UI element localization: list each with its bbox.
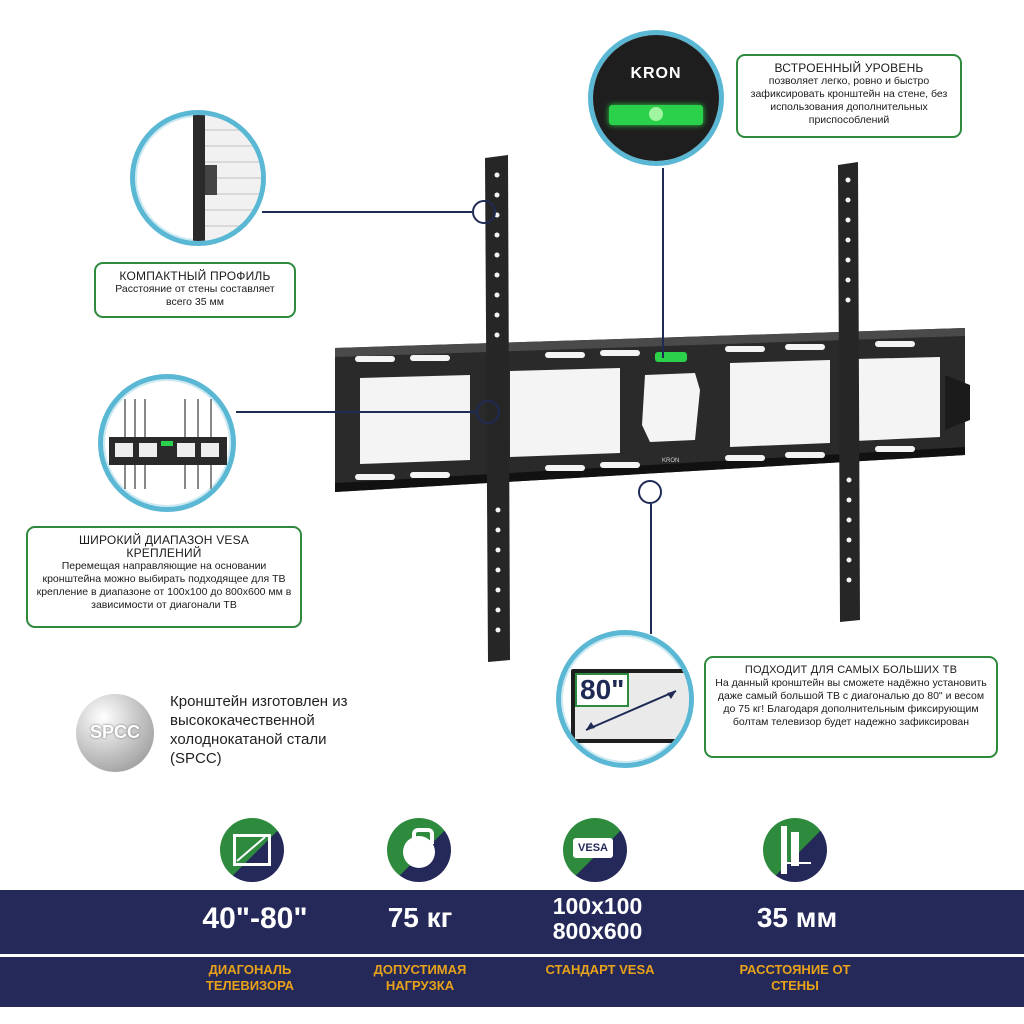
profile-title: КОМПАКТНЫЙ ПРОФИЛЬ xyxy=(119,269,271,283)
level-body: позволяет легко, ровно и быстро зафиксир… xyxy=(750,75,948,126)
level-title: ВСТРОЕННЫЙ УРОВЕНЬ xyxy=(774,61,924,75)
level-line xyxy=(662,168,664,358)
level-callout: ВСТРОЕННЫЙ УРОВЕНЬ позволяет легко, ровн… xyxy=(736,54,962,138)
vesa-zoom-circle xyxy=(98,374,236,512)
profile-line xyxy=(262,211,472,213)
kron-logo: KRON xyxy=(630,65,682,82)
svg-text:KRON: KRON xyxy=(662,458,679,464)
spec-labels-band xyxy=(0,957,1024,1007)
big-tv-line xyxy=(650,504,652,634)
vesa-marker xyxy=(476,400,500,424)
diagonal-icon xyxy=(220,818,284,882)
bracket-illustration: KRON xyxy=(335,155,970,662)
spec-value-distance: 35 мм xyxy=(756,902,838,933)
profile-body: Расстояние от стены составляет всего 35 … xyxy=(115,283,275,308)
vesa-icon: VESA xyxy=(563,818,627,882)
big-tv-title: ПОДХОДИТ ДЛЯ САМЫХ БОЛЬШИХ ТВ xyxy=(744,664,958,676)
tv-zoom-circle: 80" xyxy=(556,630,694,768)
spec-value-diagonal: 40"-80" xyxy=(202,902,308,935)
spec-label-distance: РАССТОЯНИЕ ОТ СТЕНЫ xyxy=(739,962,851,993)
spcc-badge-text: SPCC xyxy=(89,722,140,742)
material-description: Кронштейн изготовлен из высококачественн… xyxy=(170,693,348,767)
weight-icon xyxy=(387,818,451,882)
vesa-line xyxy=(236,411,476,413)
big-tv-callout: ПОДХОДИТ ДЛЯ САМЫХ БОЛЬШИХ ТВ На данный … xyxy=(704,656,998,758)
profile-zoom-circle xyxy=(130,110,266,246)
spec-label-vesa: СТАНДАРТ VESA xyxy=(545,962,655,977)
big-tv-body: На данный кронштейн вы сможете надёжно у… xyxy=(715,677,987,728)
vesa-callout: ШИРОКИЙ ДИАПАЗОН VESA КРЕПЛЕНИЙ Перемеща… xyxy=(26,526,302,628)
spcc-badge: SPCC xyxy=(76,694,154,772)
wall-distance-icon xyxy=(763,818,827,882)
spec-label-diagonal: ДИАГОНАЛЬ ТЕЛЕВИЗОРА xyxy=(205,962,295,993)
wall-profile-icon xyxy=(193,115,205,241)
profile-callout: КОМПАКТНЫЙ ПРОФИЛЬ Расстояние от стены с… xyxy=(94,262,296,318)
spec-label-load: ДОПУСТИМАЯ НАГРУЗКА xyxy=(373,962,467,993)
vesa-title: ШИРОКИЙ ДИАПАЗОН VESA КРЕПЛЕНИЙ xyxy=(78,533,250,560)
tv-size-badge: 80" xyxy=(575,673,630,707)
level-zoom-circle: KRON xyxy=(588,30,724,166)
big-tv-marker xyxy=(638,480,662,504)
spec-value-vesa: 100x100 800x600 xyxy=(552,893,643,944)
spec-values-band xyxy=(0,890,1024,954)
profile-marker xyxy=(472,200,496,224)
spec-value-load: 75 кг xyxy=(387,902,453,933)
vesa-body: Перемещая направляющие на основании крон… xyxy=(36,560,292,611)
